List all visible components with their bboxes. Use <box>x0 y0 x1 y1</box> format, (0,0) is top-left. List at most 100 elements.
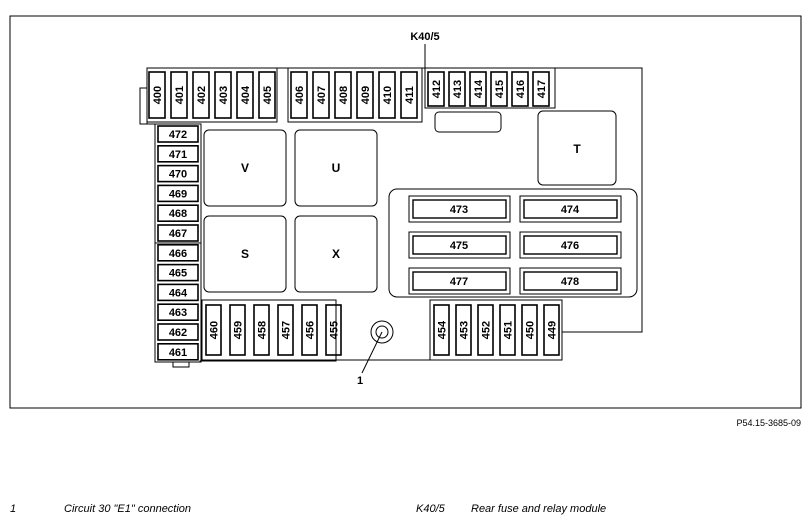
fuse-409 <box>356 71 374 119</box>
maxi-fuse-477 <box>412 271 507 291</box>
fuse-label-468: 468 <box>169 208 187 220</box>
fuse-407 <box>312 71 330 119</box>
relay-label-t: T <box>573 142 581 156</box>
relay-label-s: S <box>241 247 249 261</box>
fuse-label-455: 455 <box>329 321 341 339</box>
maxi-fuse-476-outer <box>519 231 622 259</box>
fuse-holder-frame <box>146 67 278 123</box>
maxi-fuse-label-477: 477 <box>450 276 468 288</box>
fuse-450 <box>521 304 538 356</box>
maxi-fuse-475-outer <box>408 231 511 259</box>
maxi-fuse-478-outer <box>519 267 622 295</box>
relay-label-x: X <box>332 247 340 261</box>
fuse-label-461: 461 <box>169 347 187 359</box>
fuse-label-453: 453 <box>459 321 471 339</box>
fuse-row-top-middle: 406 407 408 409 410 411 <box>287 67 423 123</box>
fuse-458 <box>253 304 270 356</box>
fuse-467 <box>157 224 199 242</box>
fuse-label-408: 408 <box>338 86 350 104</box>
legend-key-1: 1 <box>10 503 17 515</box>
fuse-label-414: 414 <box>473 79 485 98</box>
fuse-label-459: 459 <box>233 321 245 339</box>
fuse-label-466: 466 <box>169 248 187 260</box>
fuse-412 <box>427 71 445 107</box>
fuse-401 <box>170 71 188 119</box>
connector-block <box>434 111 502 133</box>
fuse-456 <box>301 304 318 356</box>
fuse-408 <box>334 71 352 119</box>
maxi-fuse-474-outer <box>519 195 622 223</box>
fuse-402 <box>192 71 210 119</box>
module-label: K40/5 <box>410 31 439 43</box>
fuse-label-470: 470 <box>169 169 187 181</box>
diagram-frame <box>9 15 802 409</box>
fuse-label-403: 403 <box>218 86 230 104</box>
fuse-holder-frame <box>287 67 423 123</box>
fuse-451 <box>499 304 516 356</box>
fuse-label-454: 454 <box>437 320 449 339</box>
relay-s <box>203 215 287 293</box>
fuse-410 <box>378 71 396 119</box>
fuse-457 <box>277 304 294 356</box>
fuse-label-452: 452 <box>481 321 493 339</box>
fuse-label-410: 410 <box>382 86 394 104</box>
fuse-label-409: 409 <box>360 86 372 104</box>
relay-t <box>537 110 617 186</box>
fuse-417 <box>532 71 550 107</box>
fuse-label-406: 406 <box>294 86 306 104</box>
fuse-label-463: 463 <box>169 307 187 319</box>
fuse-label-464: 464 <box>169 287 188 299</box>
fuse-label-400: 400 <box>152 86 164 104</box>
fuse-label-404: 404 <box>240 85 252 104</box>
maxi-fuse-label-478: 478 <box>561 276 579 288</box>
legend-key-2: K40/5 <box>416 503 445 515</box>
fuse-464 <box>157 283 199 302</box>
maxi-fuse-label-475: 475 <box>450 240 468 252</box>
fuse-449 <box>543 304 560 356</box>
figure-reference-code: P54.15-3685-09 <box>736 418 801 428</box>
maxi-fuse-473-outer <box>408 195 511 223</box>
fuse-453 <box>455 304 472 356</box>
fuse-463 <box>157 303 199 322</box>
fuse-label-411: 411 <box>404 86 416 104</box>
fuse-411 <box>400 71 418 119</box>
fuse-415 <box>490 71 508 107</box>
fuse-holder-frame <box>429 299 563 361</box>
module-tab-bottom <box>172 362 190 368</box>
fuse-460 <box>205 304 222 356</box>
fuse-413 <box>448 71 466 107</box>
fuse-label-401: 401 <box>174 86 186 104</box>
fuse-455 <box>325 304 342 356</box>
relay-group: V U S X T <box>203 110 617 293</box>
maxi-fuse-label-474: 474 <box>561 204 580 216</box>
circuit-30-stud-inner <box>375 325 389 339</box>
fuse-459 <box>229 304 246 356</box>
fuse-label-469: 469 <box>169 188 187 200</box>
maxi-fuse-housing <box>388 188 638 298</box>
fuse-469 <box>157 184 199 203</box>
fuse-label-462: 462 <box>169 327 187 339</box>
fuse-label-471: 471 <box>169 149 187 161</box>
fuse-403 <box>214 71 232 119</box>
relay-x <box>294 215 378 293</box>
fuse-471 <box>157 145 199 163</box>
fuse-461 <box>157 342 199 361</box>
relay-label-u: U <box>332 161 341 175</box>
maxi-fuse-478 <box>523 271 618 291</box>
fuse-label-407: 407 <box>316 86 328 104</box>
fuse-label-450: 450 <box>525 321 537 339</box>
fuse-label-472: 472 <box>169 129 187 141</box>
relay-label-v: V <box>241 161 249 175</box>
fuse-label-402: 402 <box>196 86 208 104</box>
circuit-30-stud-outer <box>370 320 394 344</box>
fuse-label-467: 467 <box>169 228 187 240</box>
fuse-400 <box>148 71 166 119</box>
fuse-label-456: 456 <box>305 321 317 339</box>
